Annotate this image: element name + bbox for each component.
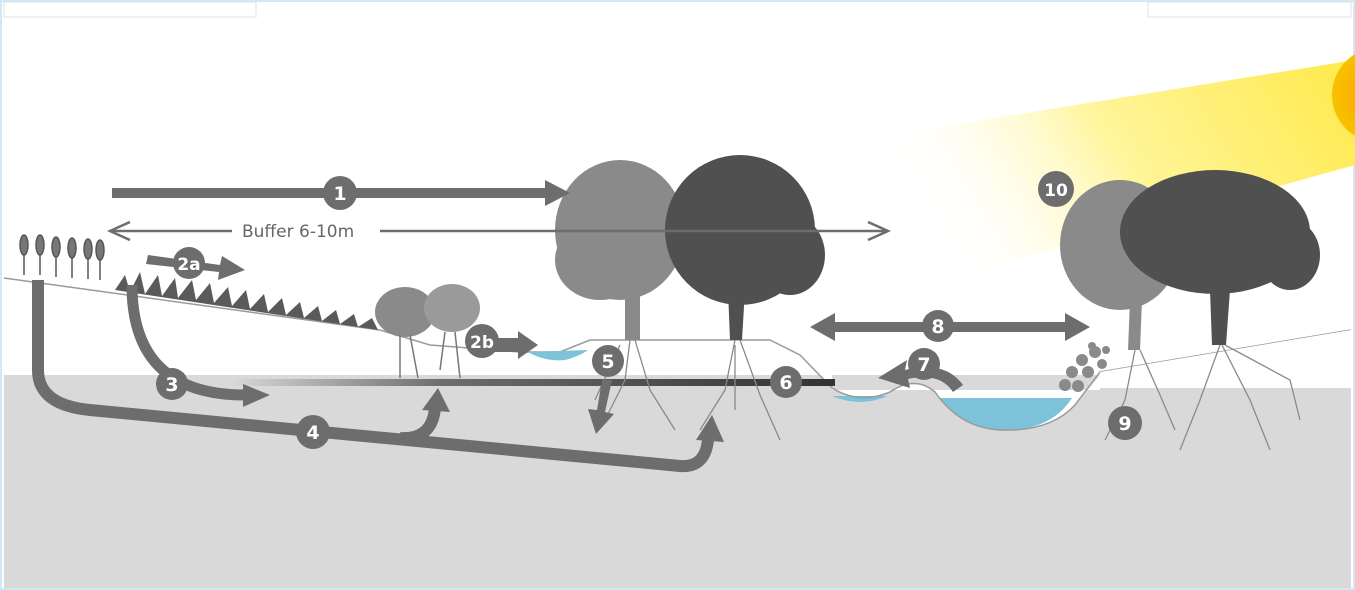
subsurface-drain: [230, 379, 835, 386]
marker-10: 10: [1038, 171, 1074, 207]
svg-text:1: 1: [333, 183, 346, 205]
ground: [4, 375, 1351, 588]
svg-text:5: 5: [601, 351, 614, 373]
top-right-tab: [1148, 2, 1351, 17]
marker-2a: 2a: [173, 247, 205, 279]
marker-8: 8: [922, 310, 954, 342]
marker-5: 5: [592, 345, 624, 377]
svg-text:10: 10: [1044, 181, 1068, 201]
buffer-label: Buffer 6-10m: [242, 222, 354, 242]
svg-text:7: 7: [917, 354, 930, 376]
marker-1: 1: [323, 176, 357, 210]
svg-text:2a: 2a: [177, 255, 200, 275]
svg-text:6: 6: [779, 372, 792, 394]
svg-text:9: 9: [1118, 413, 1131, 435]
tree-icon: [1060, 170, 1320, 350]
marker-6: 6: [770, 366, 802, 398]
top-left-tab: [4, 2, 256, 17]
marker-3: 3: [156, 368, 188, 400]
svg-text:2b: 2b: [470, 333, 494, 353]
marker-4: 4: [296, 415, 330, 449]
marker-2b: 2b: [465, 324, 499, 358]
marker-7: 7: [908, 348, 940, 380]
wheat-icon: [20, 235, 104, 280]
svg-text:3: 3: [165, 374, 178, 396]
marker-9: 9: [1108, 406, 1142, 440]
tree-icon: [555, 155, 825, 340]
svg-text:8: 8: [931, 316, 944, 338]
svg-text:4: 4: [306, 422, 319, 444]
